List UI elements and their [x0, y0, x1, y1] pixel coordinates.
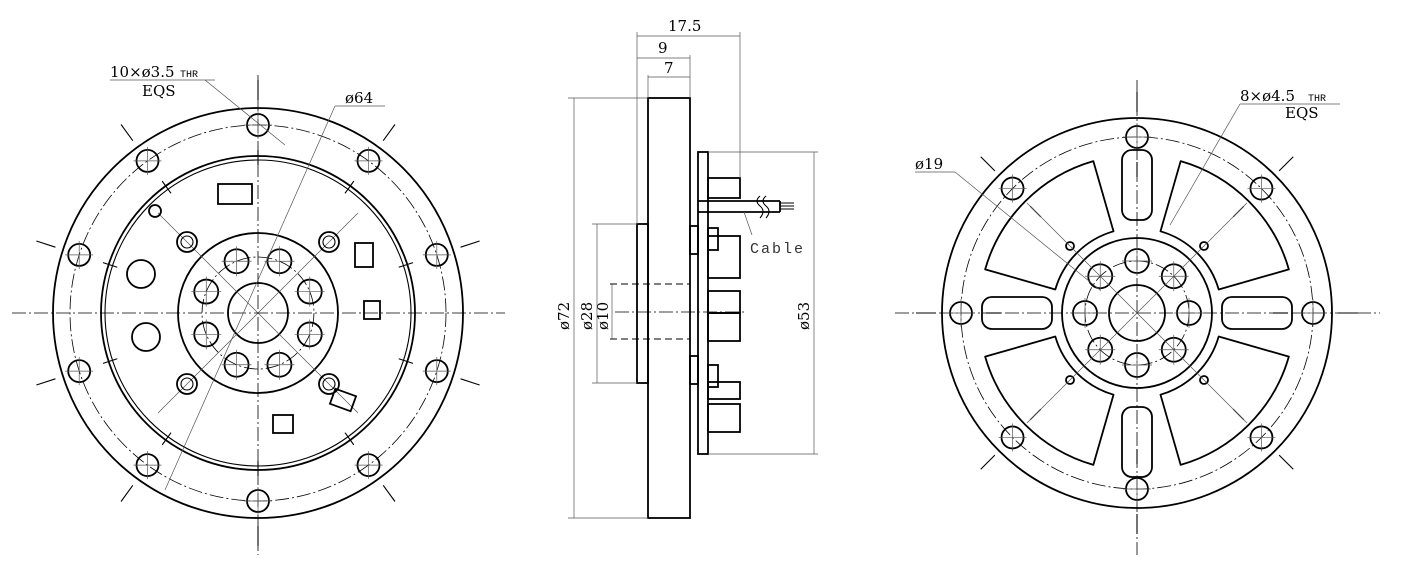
back-callouts: 8×ø4.5 THR EQS ø19 [915, 87, 1340, 291]
back-dim-19: ø19 [915, 155, 943, 173]
slot-cutout [981, 296, 1053, 330]
slot-cutout [1121, 149, 1153, 221]
screw [318, 373, 340, 395]
center-bore [227, 282, 289, 344]
screw-head [322, 377, 336, 391]
outer-rim [52, 107, 464, 519]
connector-hole [131, 322, 161, 352]
component-pad [272, 414, 294, 434]
back-hole-callout: 8×ø4.5 [1240, 87, 1295, 105]
screw [318, 231, 340, 253]
front-bolt-circle-dim: ø64 [345, 89, 373, 107]
spoke-cutout [1159, 335, 1290, 466]
dim-72: ø72 [555, 302, 573, 330]
radial-tick [120, 484, 134, 502]
pin-hole [1065, 375, 1075, 385]
hub-step [636, 223, 649, 384]
hub-bolt-circle [201, 256, 315, 370]
radial-tick [36, 378, 56, 386]
dim-10: ø10 [594, 302, 612, 330]
screw-head [322, 235, 336, 249]
component-pad [328, 387, 358, 413]
screw-head [180, 377, 194, 391]
radial-tick [1278, 156, 1294, 172]
pcb-board [697, 151, 709, 455]
radial-tick [460, 378, 480, 386]
dimensions: 17.5 9 7 ø72 ø28 ø10 ø53 Cable [555, 17, 818, 519]
front-view [12, 75, 505, 555]
hub-circle [177, 232, 339, 394]
front-hole-callout: 10×ø3.5 [110, 63, 175, 81]
radial-tick [460, 240, 480, 248]
radial-tick [36, 240, 56, 248]
screw-head [180, 235, 194, 249]
spoke-cutout [984, 160, 1115, 291]
spoke-cutout [1159, 160, 1290, 291]
front-hole-callout-suffix: THR [180, 70, 198, 81]
front-hole-note: EQS [142, 82, 176, 100]
small-hole [148, 204, 162, 218]
component-pad [354, 242, 374, 268]
radial-tick [344, 180, 355, 194]
hidden-bore [610, 283, 745, 340]
spacer-bottom [689, 355, 699, 385]
radial-tick [161, 180, 172, 194]
spoke-cutout [984, 335, 1115, 466]
slot-cutout [1121, 406, 1153, 478]
dim-28: ø28 [578, 302, 596, 330]
radial-tick [382, 484, 396, 502]
diag-line [1026, 202, 1248, 424]
connector-hole [126, 259, 156, 289]
dim-17-5: 17.5 [668, 17, 701, 35]
radial-tick [980, 156, 996, 172]
radial-tick [980, 454, 996, 470]
components [707, 177, 741, 433]
radial-tick [1278, 454, 1294, 470]
hub-circle [1061, 237, 1213, 389]
pin-hole [1199, 241, 1209, 251]
side-view: 17.5 9 7 ø72 ø28 ø10 ø53 Cable [555, 17, 818, 519]
screw [176, 231, 198, 253]
cable [698, 195, 794, 236]
radial-tick [102, 358, 118, 364]
flange-body [647, 97, 691, 519]
dim-7: 7 [664, 59, 674, 77]
radial-tick [344, 432, 355, 446]
back-hole-callout-suffix: THR [1308, 94, 1326, 105]
pin-hole [1199, 375, 1209, 385]
back-hole-note: EQS [1285, 104, 1319, 122]
dim-53: ø53 [795, 302, 813, 330]
dim-9: 9 [658, 39, 668, 57]
center-bore [1108, 284, 1166, 342]
cable-label: Cable [750, 241, 805, 258]
slot-cutout [1221, 296, 1293, 330]
radial-tick [102, 262, 118, 268]
spacer-top [689, 225, 699, 255]
outer-rim [941, 117, 1333, 509]
front-callouts: 10×ø3.5 THR EQS ø64 [110, 63, 385, 491]
radial-tick [382, 124, 396, 142]
back-view [895, 80, 1380, 555]
radial-tick [161, 432, 172, 446]
pin-hole [1065, 241, 1075, 251]
radial-tick [398, 358, 414, 364]
component-pad [217, 183, 253, 205]
screw [176, 373, 198, 395]
radial-tick [398, 262, 414, 268]
component-pad [363, 300, 381, 320]
radial-tick [120, 124, 134, 142]
